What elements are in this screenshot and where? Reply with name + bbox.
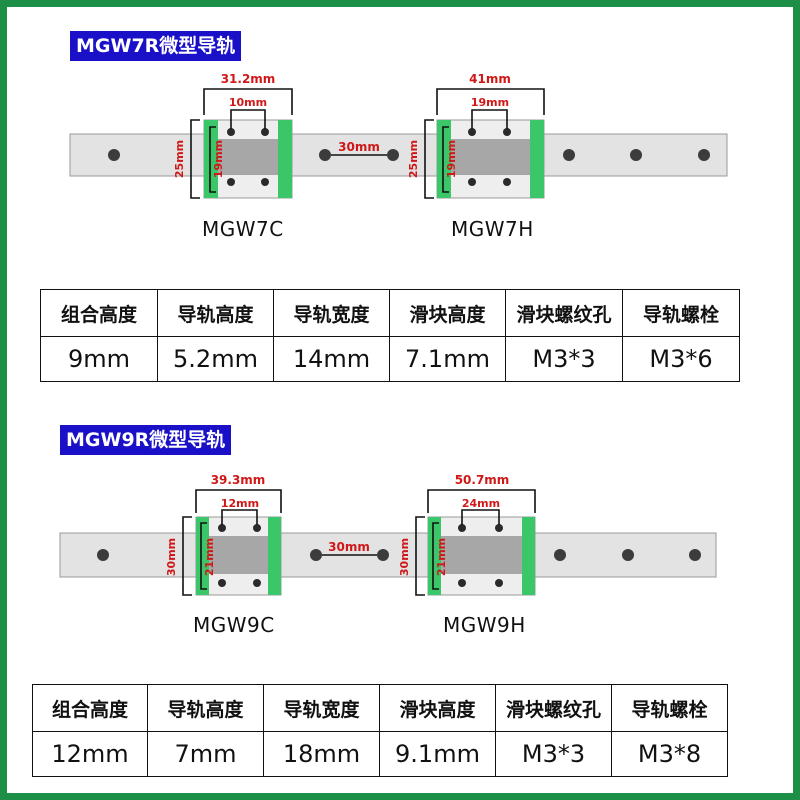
- dim-inner-h: 21mm: [435, 538, 448, 576]
- table-header-cell: 导轨高度: [157, 289, 274, 337]
- slider-block-h: [436, 119, 545, 199]
- table-header-row: 组合高度 导轨高度 导轨宽度 滑块高度 滑块螺纹孔 导轨螺栓: [40, 289, 740, 337]
- table-cell: M3*3: [505, 336, 623, 382]
- table-header-cell: 滑块螺纹孔: [495, 684, 612, 732]
- table-cell: 12mm: [32, 731, 148, 777]
- table-cell: 9mm: [40, 336, 158, 382]
- dimension-lines: [182, 489, 536, 596]
- dim-pitch: 30mm: [328, 540, 370, 554]
- table-header-cell: 导轨宽度: [273, 289, 390, 337]
- table-header-cell: 导轨宽度: [263, 684, 380, 732]
- table-cell: M3*6: [622, 336, 740, 382]
- table-header-cell: 滑块高度: [389, 289, 506, 337]
- spec-sheet: MGW7R微型导轨: [7, 7, 793, 793]
- table-header-cell: 滑块螺纹孔: [505, 289, 623, 337]
- dim-width-c: 31.2mm: [221, 72, 276, 86]
- model-label-mgw7c: MGW7C: [202, 217, 284, 241]
- rail-holes: [97, 549, 701, 561]
- table-cell: 18mm: [263, 731, 380, 777]
- section-title-mgw7r: MGW7R微型导轨: [70, 31, 242, 61]
- table-cell: 7.1mm: [389, 336, 506, 382]
- table-header-cell: 组合高度: [40, 289, 158, 337]
- table-header-cell: 导轨高度: [147, 684, 264, 732]
- section-title-mgw9r: MGW9R微型导轨: [60, 425, 232, 455]
- slider-block-h: [427, 516, 536, 596]
- table-cell: 9.1mm: [379, 731, 496, 777]
- dim-height-h: 25mm: [407, 140, 420, 178]
- dim-inner-c: 21mm: [203, 538, 216, 576]
- dim-height-c: 25mm: [173, 140, 186, 178]
- dim-hole-h: 19mm: [471, 96, 509, 109]
- table-cell: 14mm: [273, 336, 390, 382]
- dim-inner-c: 19mm: [212, 140, 225, 178]
- model-label-mgw9h: MGW9H: [443, 613, 526, 637]
- table-cell: 5.2mm: [157, 336, 274, 382]
- rail-holes: [108, 149, 710, 161]
- model-label-mgw9c: MGW9C: [193, 613, 275, 637]
- dim-pitch: 30mm: [338, 140, 380, 154]
- table-cell: M3*8: [611, 731, 728, 777]
- table-header-cell: 组合高度: [32, 684, 148, 732]
- dim-hole-h: 24mm: [462, 497, 500, 510]
- table-cell: M3*3: [495, 731, 612, 777]
- dim-hole-c: 12mm: [221, 497, 259, 510]
- dim-height-c: 30mm: [165, 538, 178, 576]
- rail-diagram-mgw7: 31.2mm 10mm 41mm 19mm 30mm 25mm 19mm 25m…: [69, 72, 728, 199]
- table-header-cell: 导轨螺栓: [622, 289, 740, 337]
- dim-inner-h: 19mm: [445, 140, 458, 178]
- table-header-cell: 滑块高度: [379, 684, 496, 732]
- table-header-row: 组合高度 导轨高度 导轨宽度 滑块高度 滑块螺纹孔 导轨螺栓: [32, 684, 728, 732]
- dim-width-h: 41mm: [469, 72, 511, 86]
- dim-height-h: 30mm: [398, 538, 411, 576]
- model-label-mgw7h: MGW7H: [451, 217, 534, 241]
- dim-hole-c: 10mm: [229, 96, 267, 109]
- dim-width-c: 39.3mm: [211, 473, 266, 487]
- table-header-cell: 导轨螺栓: [611, 684, 728, 732]
- slider-block-c: [203, 119, 293, 199]
- table-cell: 7mm: [147, 731, 264, 777]
- table-row: 12mm 7mm 18mm 9.1mm M3*3 M3*8: [32, 731, 728, 777]
- spec-table-mgw9: 组合高度 导轨高度 导轨宽度 滑块高度 滑块螺纹孔 导轨螺栓 12mm 7mm …: [32, 684, 728, 777]
- dim-width-h: 50.7mm: [455, 473, 510, 487]
- slider-block-c: [195, 516, 282, 596]
- rail-diagram-mgw9: 39.3mm 12mm 50.7mm 24mm 30mm 30mm 21mm 3…: [59, 473, 717, 596]
- spec-table-mgw7: 组合高度 导轨高度 导轨宽度 滑块高度 滑块螺纹孔 导轨螺栓 9mm 5.2mm…: [40, 289, 740, 382]
- table-row: 9mm 5.2mm 14mm 7.1mm M3*3 M3*6: [40, 336, 740, 382]
- dimension-lines: [190, 88, 545, 199]
